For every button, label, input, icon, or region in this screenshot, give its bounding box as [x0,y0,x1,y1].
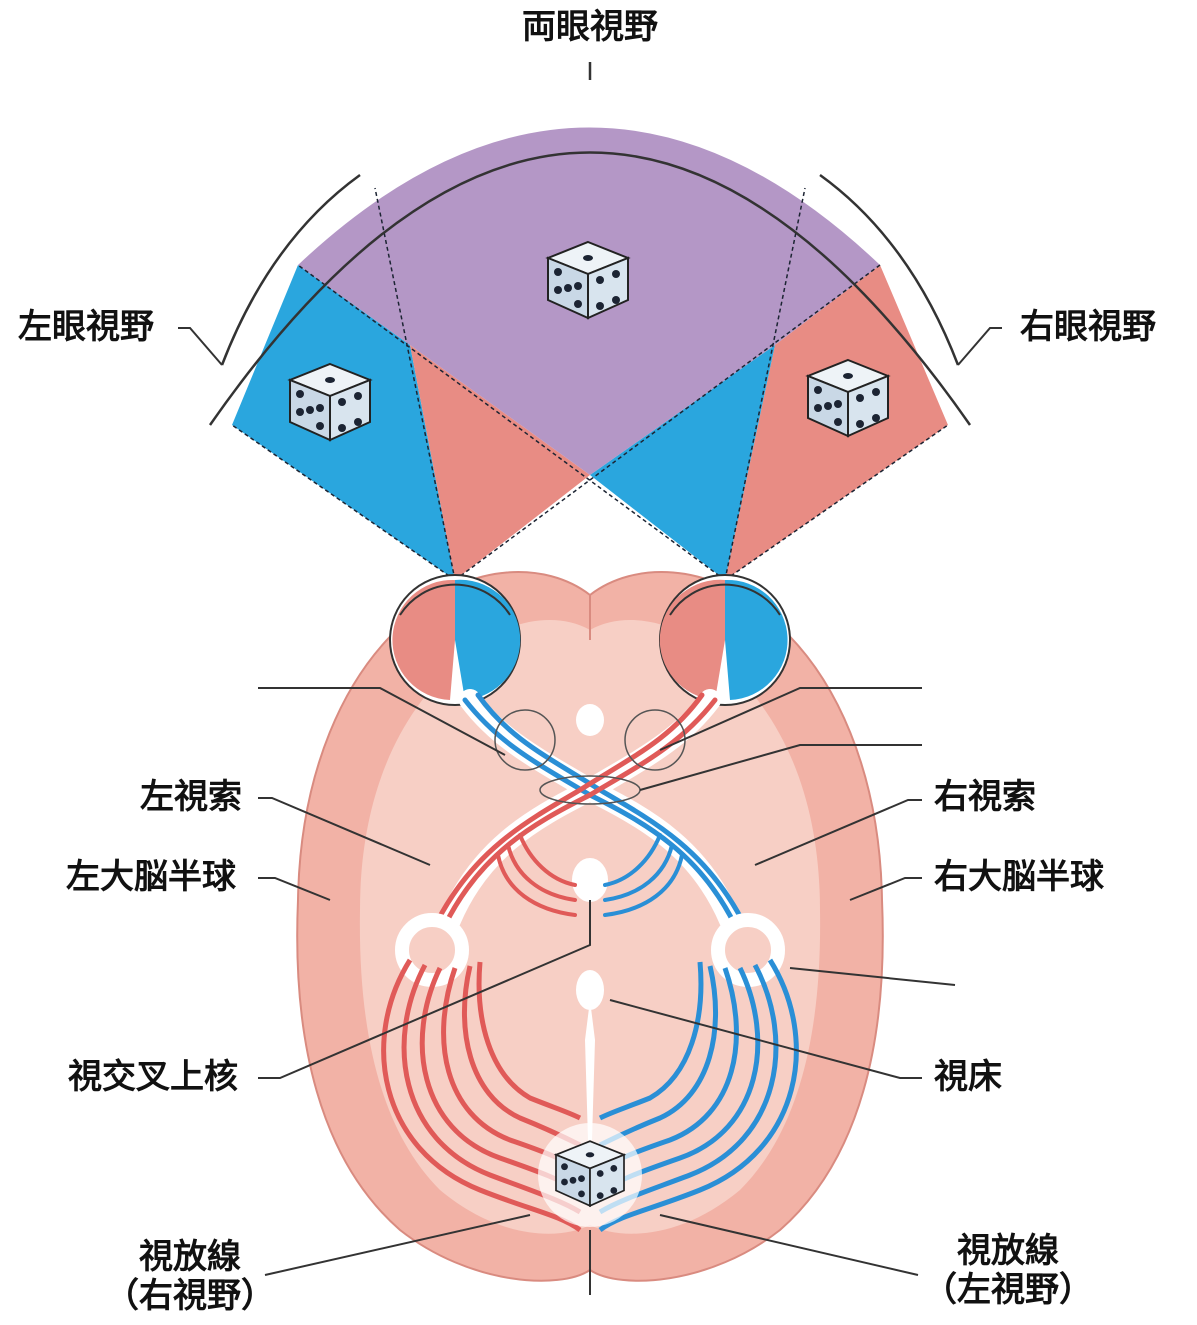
binocular-field-label: 両眼視野 [490,8,690,47]
optic-radiation-right-field-line1: 視放線 [100,1238,280,1277]
optic-radiation-left-field-line2: （左視野） [918,1271,1098,1310]
left-eye-field-label: 左眼視野 [18,308,154,347]
left-eyeball-icon [390,575,520,705]
suprachiasmatic-nucleus-label: 視交叉上核 [68,1058,238,1097]
right-eye-field-label: 右眼視野 [1020,308,1156,347]
right-optic-tract-label: 右視索 [934,778,1036,817]
optic-radiation-right-field-label: 視放線 （右視野） [100,1238,280,1316]
right-hemisphere-label: 右大脳半球 [934,858,1104,897]
optic-radiation-right-field-line2: （右視野） [100,1277,280,1316]
optic-radiation-left-field-line1: 視放線 [918,1232,1098,1271]
third-ventricle [576,704,604,736]
optic-radiation-left-field-label: 視放線 （左視野） [918,1232,1098,1310]
thalamus-spot [576,970,604,1010]
suprachiasmatic-nucleus-spot [572,858,608,902]
left-hemisphere-label: 左大脳半球 [66,858,236,897]
left-optic-tract-label: 左視索 [140,778,242,817]
thalamus-label: 視床 [934,1058,1002,1097]
visual-field-fan [210,62,970,580]
right-eyeball-icon [660,575,790,705]
